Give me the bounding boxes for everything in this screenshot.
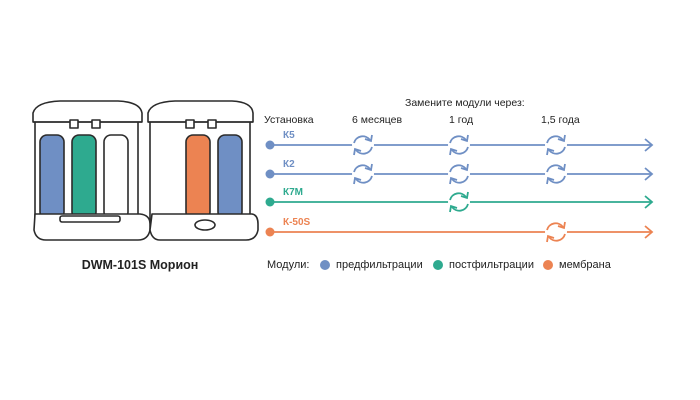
column-install: Установка — [264, 114, 314, 126]
legend-membrane-label: мембрана — [559, 259, 611, 271]
replace-cycle-icon — [352, 163, 374, 185]
timeline-row-3 — [265, 191, 654, 213]
install-dot — [265, 197, 275, 207]
module-label: К-50S — [283, 217, 311, 228]
prefilter-dot-icon — [320, 260, 330, 270]
replace-cycle-icon — [352, 134, 374, 156]
install-dot — [265, 169, 275, 179]
legend-item-membrane: мембрана — [543, 259, 611, 271]
prefilter-cartridge-back — [217, 134, 243, 220]
replace-cycle-icon — [545, 221, 567, 243]
legend-item-prefilter: предфильтрации — [320, 259, 423, 271]
replace-cycle-icon — [545, 163, 567, 185]
install-dot — [265, 140, 275, 150]
postfilter-dot-icon — [433, 260, 443, 270]
replace-cycle-icon — [545, 134, 567, 156]
arrow-head-icon — [644, 138, 654, 152]
arrow-head-icon — [644, 225, 654, 239]
timeline-row-2 — [265, 163, 654, 185]
replace-cycle-icon — [448, 134, 470, 156]
arrow-head-icon — [644, 195, 654, 209]
legend-postfilter-label: постфильтрации — [449, 259, 534, 271]
arrow-head-icon — [644, 167, 654, 181]
replacement-timeline — [265, 134, 654, 243]
module-label: К5 — [283, 130, 295, 141]
product-name: DWM-101S Морион — [81, 258, 199, 272]
timeline-row-4 — [265, 221, 654, 243]
module-label: К7М — [283, 187, 303, 198]
cartridge-outline — [103, 134, 129, 220]
timeline-row-1 — [265, 134, 654, 156]
legend-title: Модули: — [267, 259, 310, 271]
replace-cycle-icon — [448, 191, 470, 213]
column-1-5-years: 1,5 года — [541, 114, 580, 126]
column-1-year: 1 год — [449, 114, 474, 126]
filter-unit-front — [32, 100, 151, 241]
legend-item-postfilter: постфильтрации — [433, 259, 534, 271]
legend-prefilter-label: предфильтрации — [336, 259, 423, 271]
module-label: К2 — [283, 159, 295, 170]
install-dot — [265, 227, 275, 237]
column-6-months: 6 месяцев — [352, 114, 403, 126]
postfilter-cartridge — [71, 134, 97, 220]
prefilter-cartridge — [39, 134, 65, 220]
membrane-dot-icon — [543, 260, 553, 270]
replace-cycle-icon — [448, 163, 470, 185]
timeline-header: Замените модули через: — [405, 97, 525, 109]
membrane-cartridge — [185, 134, 211, 220]
filter-unit-back — [147, 100, 259, 241]
